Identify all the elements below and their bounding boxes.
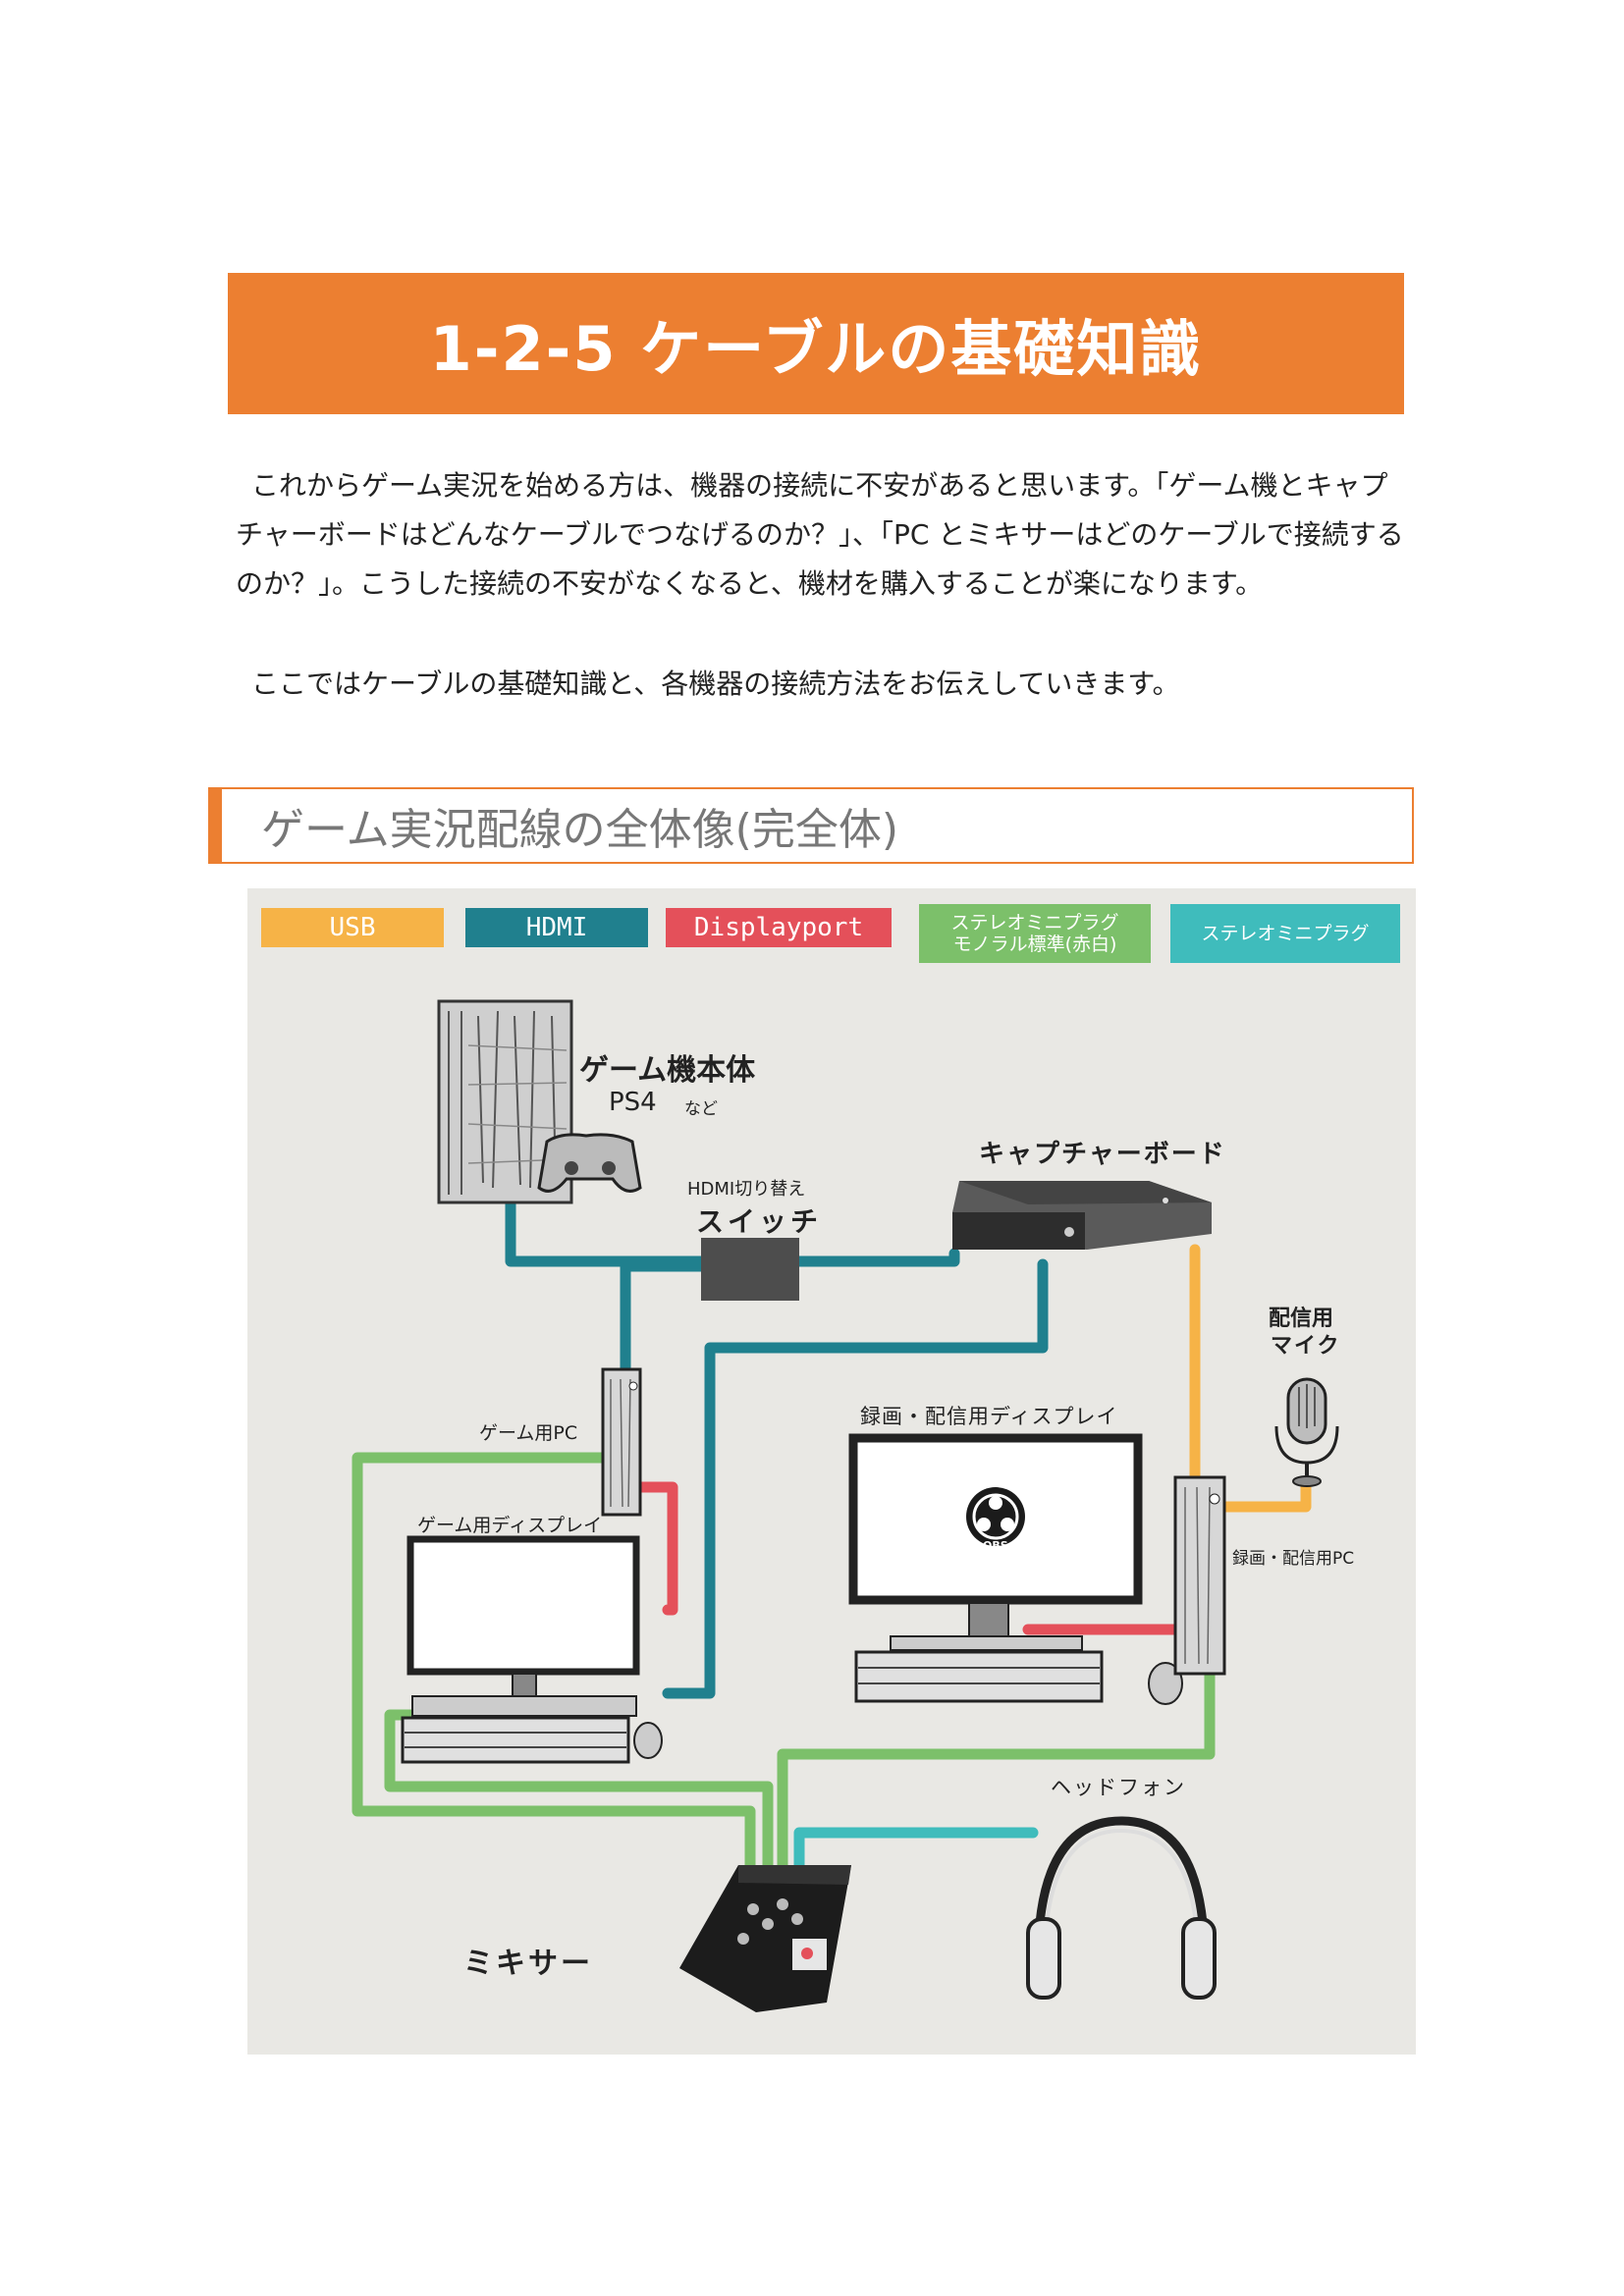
intro-text: これからゲーム実況を始める方は、機器の接続に不安があると思います。「ゲーム機とキ… [236,461,1404,709]
ps4-console-icon [437,999,642,1204]
usb-cable-mic [1209,1479,1312,1513]
game-mouse-icon [633,1722,663,1759]
displayport-cable-game [629,1481,678,1616]
headphone-icon [1026,1816,1217,2000]
stream-display-label: 録画・配信用ディスプレイ [860,1405,1118,1428]
legend-usb-label: USB [329,913,376,942]
stream-pc-label: 録画・配信用PC [1232,1549,1355,1569]
game-pc-icon [601,1367,642,1517]
console-etc-label: など [684,1099,718,1119]
hdmi-switch-icon [701,1238,799,1301]
legend-stereo-mono: ステレオミニプラグ モノラル標準(赤白) [919,904,1151,963]
section-heading: ゲーム実況配線の全体像(完全体) [261,805,899,855]
audio-cable-stream-pc [777,1658,1216,1876]
audio-cable-game-pc [352,1452,756,1876]
headphone-label: ヘッドフォン [1051,1776,1186,1799]
section-heading-box: ゲーム実況配線の全体像(完全体) [208,787,1414,864]
capture-board-label: キャプチャーボード [979,1140,1226,1169]
stream-display-icon [848,1433,1183,1705]
legend-stereo-mini-label: ステレオミニプラグ [1201,923,1370,944]
audio-cable-headphone [793,1827,1039,1876]
obs-label: OBS [983,1539,1008,1552]
intro-paragraph-2: ここではケーブルの基礎知識と、各機器の接続方法をお伝えしていきます。 [251,667,1180,700]
chapter-title: 1-2-5 ケーブルの基礎知識 [429,313,1203,385]
mixer-label: ミキサー [463,1947,593,1981]
audio-cable-display [384,1709,774,1876]
legend-hdmi: HDMI [465,908,648,947]
chapter-title-banner: 1-2-5 ケーブルの基礎知識 [228,273,1404,414]
stream-pc-icon [1173,1475,1226,1676]
wiring-diagram: USB HDMI Displayport ステレオミニプラグ モノラル標準(赤白… [247,888,1416,2055]
mic-label-line1: 配信用 [1269,1307,1334,1331]
legend-displayport: Displayport [666,908,892,947]
mic-label-line2: マイク [1271,1334,1341,1359]
capture-board-icon [952,1181,1212,1250]
legend-hdmi-label: HDMI [525,913,588,942]
mixer-icon [679,1865,851,2012]
game-display-label: ゲーム用ディスプレイ [417,1515,603,1536]
hdmi-cable-capture-display [662,1258,1049,1699]
console-model-label: PS4 [609,1088,657,1117]
game-pc-label: ゲーム用PC [479,1422,578,1444]
game-display-icon [401,1535,663,1764]
microphone-icon [1274,1377,1339,1487]
legend-displayport-label: Displayport [693,913,864,942]
intro-paragraph-1: これからゲーム実況を始める方は、機器の接続に不安があると思います。「ゲーム機とキ… [236,469,1404,600]
wiring-diagram-graphic [352,999,1339,2012]
legend-usb: USB [261,908,444,947]
legend-stereo-mono-line2: モノラル標準(赤白) [952,934,1117,955]
console-label: ゲーム機本体 [579,1053,756,1088]
legend-stereo-mini: ステレオミニプラグ [1170,904,1400,963]
legend-stereo-mono-line1: ステレオミニプラグ [950,912,1119,934]
switch-label: スイッチ [696,1205,823,1238]
switch-top-label: HDMI切り替え [687,1179,806,1200]
